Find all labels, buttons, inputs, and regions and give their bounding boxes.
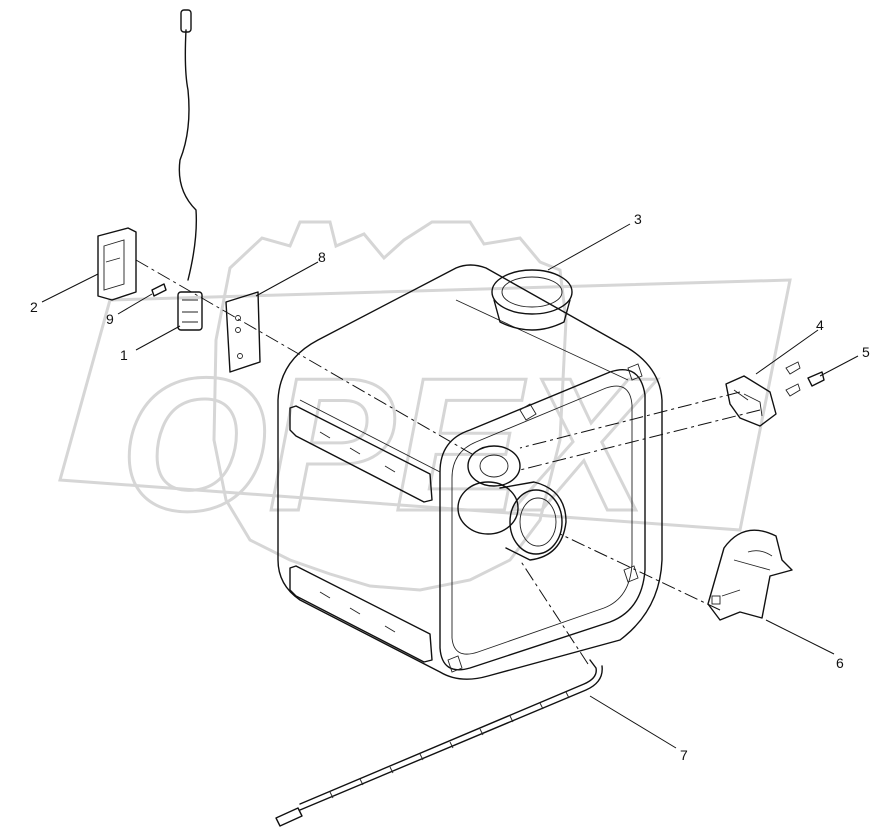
tank-fittings	[457, 445, 567, 561]
leader-4	[755, 329, 819, 375]
leader-5	[819, 355, 859, 377]
tank-lower-strap-holes	[319, 591, 396, 633]
leader-6	[765, 619, 835, 655]
clamp-detail	[733, 389, 763, 417]
plate-hole-lower	[237, 353, 243, 359]
hose-end-fitting	[275, 807, 303, 827]
hose-ribs	[329, 691, 570, 799]
outlet-pipe	[499, 481, 567, 561]
outlet-pipe-inner	[519, 497, 557, 547]
watermark-band	[58, 278, 792, 532]
part-5-screw	[807, 371, 825, 387]
tank-front-inner	[451, 385, 633, 655]
dash-guard-to-tank	[559, 533, 721, 611]
part-2-bracket	[97, 227, 137, 301]
bracket-outline	[97, 227, 137, 301]
screw-5-shape	[807, 371, 825, 387]
sensor-connector	[180, 9, 192, 33]
sensor-cable	[178, 29, 197, 281]
filler-neck	[491, 269, 573, 331]
outlet-pipe-mouth	[509, 489, 563, 555]
plate-hole-middle	[235, 327, 241, 333]
sensor-detail	[182, 299, 198, 323]
clamp-screw-upper	[785, 361, 801, 375]
leader-2	[41, 273, 99, 303]
part-8-plate	[225, 291, 261, 373]
guard-bolt	[711, 595, 721, 605]
assembly-lines	[135, 259, 761, 665]
callout-6: 6	[836, 655, 844, 671]
tank-upper-strap	[289, 405, 433, 503]
dash-hose-to-tank	[519, 559, 589, 665]
tank-side-edge	[299, 399, 441, 473]
callout-1: 1	[120, 347, 128, 363]
callout-labels: 1 2 3 4 5 6 7 8 9	[30, 211, 870, 763]
clamp-outline	[725, 375, 777, 427]
part-9-bolt	[151, 283, 167, 297]
tank-tab-bottom-right	[623, 565, 639, 583]
callout-2: 2	[30, 299, 38, 315]
watermark-text: OPEX	[120, 339, 658, 551]
bolt-9-shape	[151, 283, 167, 297]
filler-neck-wall	[493, 299, 571, 331]
leader-7	[589, 695, 677, 749]
fitting-upper	[467, 445, 521, 487]
part-7-hose	[275, 659, 603, 827]
part-6-guard	[707, 529, 793, 621]
plate-hole-upper	[235, 315, 241, 321]
dash-clamp-to-tank-upper	[519, 391, 741, 449]
watermark-gear-outline	[212, 220, 568, 592]
callout-7: 7	[680, 747, 688, 763]
tank-outline	[277, 264, 663, 680]
watermark: OPEX	[58, 220, 792, 592]
tank-tab-bottom-left	[447, 655, 463, 673]
hose-bottom	[299, 665, 603, 811]
leader-1	[135, 325, 181, 351]
leader-3	[547, 223, 631, 271]
tank-front-face	[439, 368, 646, 671]
tank-top-edge	[455, 299, 629, 381]
tank	[277, 264, 663, 680]
callout-8: 8	[318, 249, 326, 265]
tank-upper-strap-holes	[319, 431, 396, 473]
filler-neck-rim	[491, 269, 573, 315]
clamp-screw-lower	[785, 383, 801, 397]
fitting-upper-inner	[479, 454, 509, 478]
part-4-clamp	[725, 361, 801, 427]
plate-outline	[225, 291, 261, 373]
filler-neck-inner	[501, 276, 563, 308]
fitting-lower-flange	[457, 481, 519, 535]
guard-outline	[707, 529, 793, 621]
part-1-level-sensor	[177, 9, 203, 331]
guard-detail	[721, 550, 773, 597]
tank-tab-right	[627, 363, 643, 381]
tank-lower-strap	[289, 565, 433, 663]
leader-8	[255, 261, 319, 297]
dash-bracket-to-tank	[135, 259, 473, 455]
hose-top	[299, 659, 597, 805]
sensor-body	[177, 291, 203, 331]
callout-5: 5	[862, 344, 870, 360]
callout-3: 3	[634, 211, 642, 227]
callout-9: 9	[106, 311, 114, 327]
bracket-detail	[103, 239, 125, 291]
callout-4: 4	[816, 317, 824, 333]
callout-leaders	[41, 223, 859, 749]
leader-9	[117, 293, 153, 315]
dash-clamp-to-tank-lower	[519, 409, 761, 471]
tank-tab-top	[519, 403, 537, 421]
